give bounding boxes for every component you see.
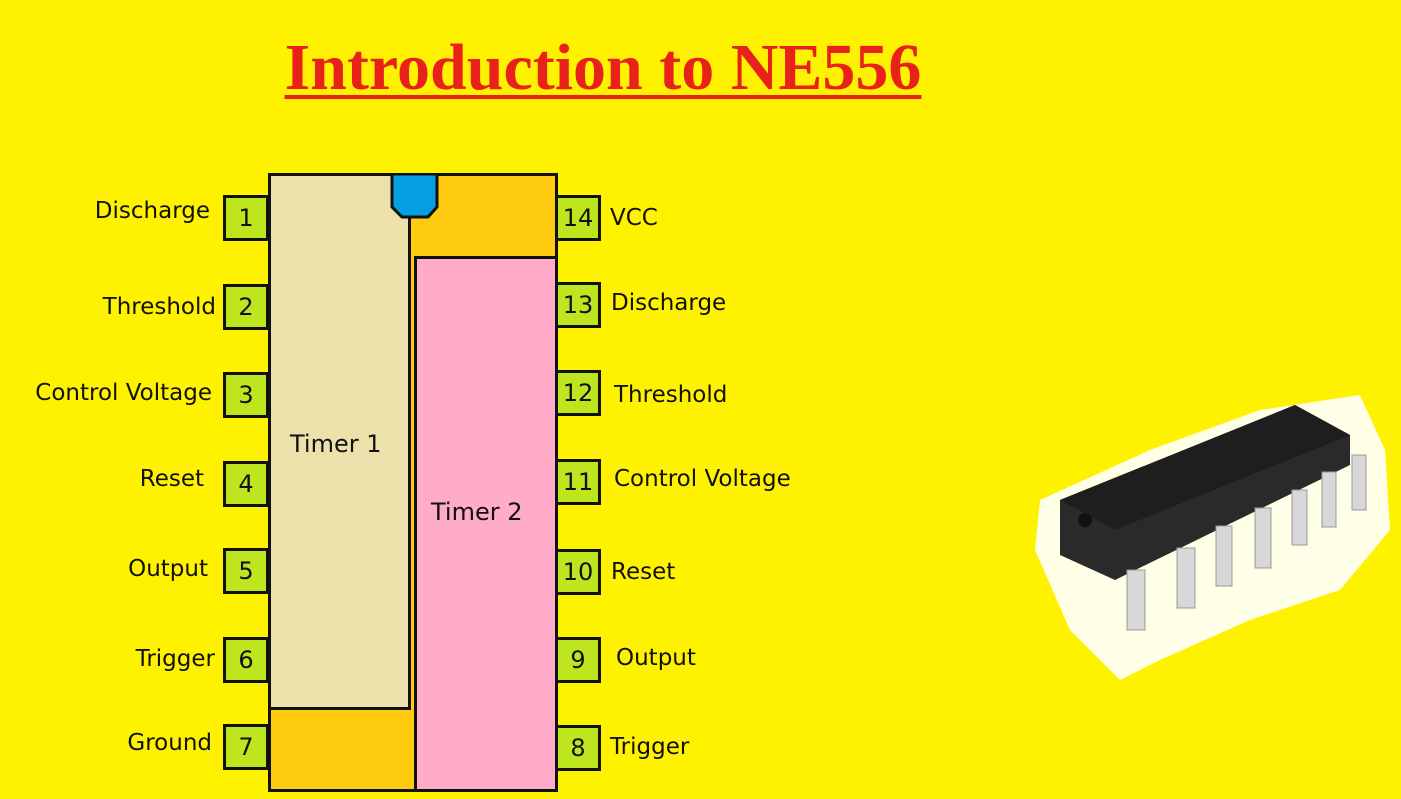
pin-8: 8 <box>555 725 601 771</box>
pin-14-label: VCC <box>610 205 658 231</box>
timer2-label: Timer 2 <box>431 498 523 526</box>
pin-9: 9 <box>555 637 601 683</box>
pin-4-label: Reset <box>139 466 204 492</box>
pin-3-label: Control Voltage <box>35 380 212 406</box>
page-title: Introduction to NE556 <box>284 31 922 104</box>
pin-1: 1 <box>223 195 269 241</box>
ic-chip-photo <box>1035 395 1390 680</box>
pin-8-label: Trigger <box>610 734 690 760</box>
pin-6-label: Trigger <box>135 646 215 672</box>
pin-14: 14 <box>555 195 601 241</box>
pin-11-label: Control Voltage <box>614 466 791 492</box>
pin-2: 2 <box>223 284 269 330</box>
pin-13: 13 <box>555 282 601 328</box>
pin-7-label: Ground <box>127 730 212 756</box>
timer1-block <box>268 173 411 710</box>
pin-12: 12 <box>555 370 601 416</box>
pin-3: 3 <box>223 372 269 418</box>
pin-7: 7 <box>223 724 269 770</box>
pin-6: 6 <box>223 637 269 683</box>
pin-2-label: Threshold <box>102 294 216 320</box>
left-labels: Discharge Threshold Control Voltage Rese… <box>32 0 222 799</box>
pin-13-label: Discharge <box>611 290 727 316</box>
notch-icon <box>390 173 439 219</box>
pin-1-label: Discharge <box>94 198 210 224</box>
pin-5-label: Output <box>128 556 208 582</box>
timer1-label: Timer 1 <box>290 430 382 458</box>
timer2-block <box>414 256 558 792</box>
pin-10: 10 <box>555 549 601 595</box>
pin-11: 11 <box>555 459 601 505</box>
pin-12-label: Threshold <box>614 382 728 408</box>
pin-5: 5 <box>223 548 269 594</box>
pin-9-label: Output <box>616 645 696 671</box>
pin-10-label: Reset <box>611 559 676 585</box>
pin-4: 4 <box>223 461 269 507</box>
